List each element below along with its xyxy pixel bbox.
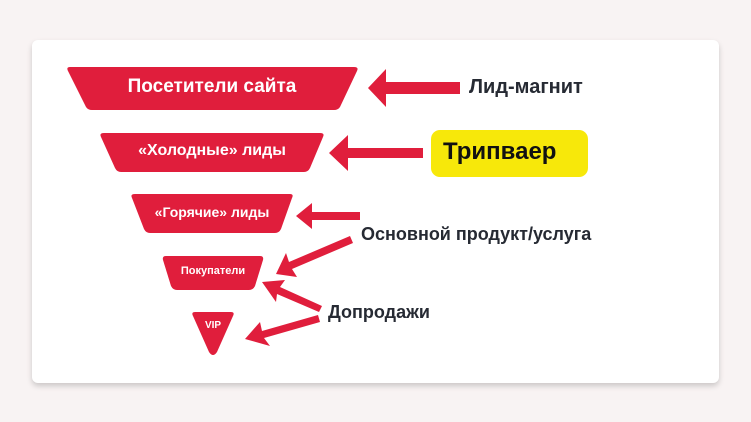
- tripwire-highlight: [431, 130, 588, 177]
- core-product-label: Основной продукт/услуга: [361, 224, 592, 244]
- upsell-label: Допродажи: [328, 302, 430, 322]
- arrows: [245, 69, 460, 346]
- funnel-stage-2-label: «Холодные» лиды: [138, 142, 286, 159]
- arrow-left-icon: [329, 135, 423, 171]
- funnel-stage-3-label: «Горячие» лиды: [154, 204, 270, 220]
- funnel-stage-4-shape: [162, 256, 264, 290]
- funnel-stage-1-shape: [67, 67, 358, 110]
- arrow-diagonal-icon: [276, 236, 353, 277]
- funnel-stage-5-label: VIP: [204, 320, 222, 331]
- funnel-stage-1-label: Посетители сайта: [127, 76, 297, 97]
- funnel-stage-4-label: Покупатели: [180, 265, 246, 277]
- lead-magnet-label: Лид-магнит: [469, 76, 583, 98]
- tripwire-label: Трипваер: [443, 138, 557, 165]
- arrow-left-icon: [368, 69, 460, 107]
- arrow-diagonal-icon: [262, 280, 322, 312]
- arrow-left-icon: [296, 203, 360, 229]
- funnel-stage-5-shape: [192, 312, 234, 355]
- arrow-diagonal-icon: [245, 315, 320, 346]
- funnel-stage-3-shape: [131, 194, 293, 233]
- funnel-stage-2-shape: [100, 133, 324, 172]
